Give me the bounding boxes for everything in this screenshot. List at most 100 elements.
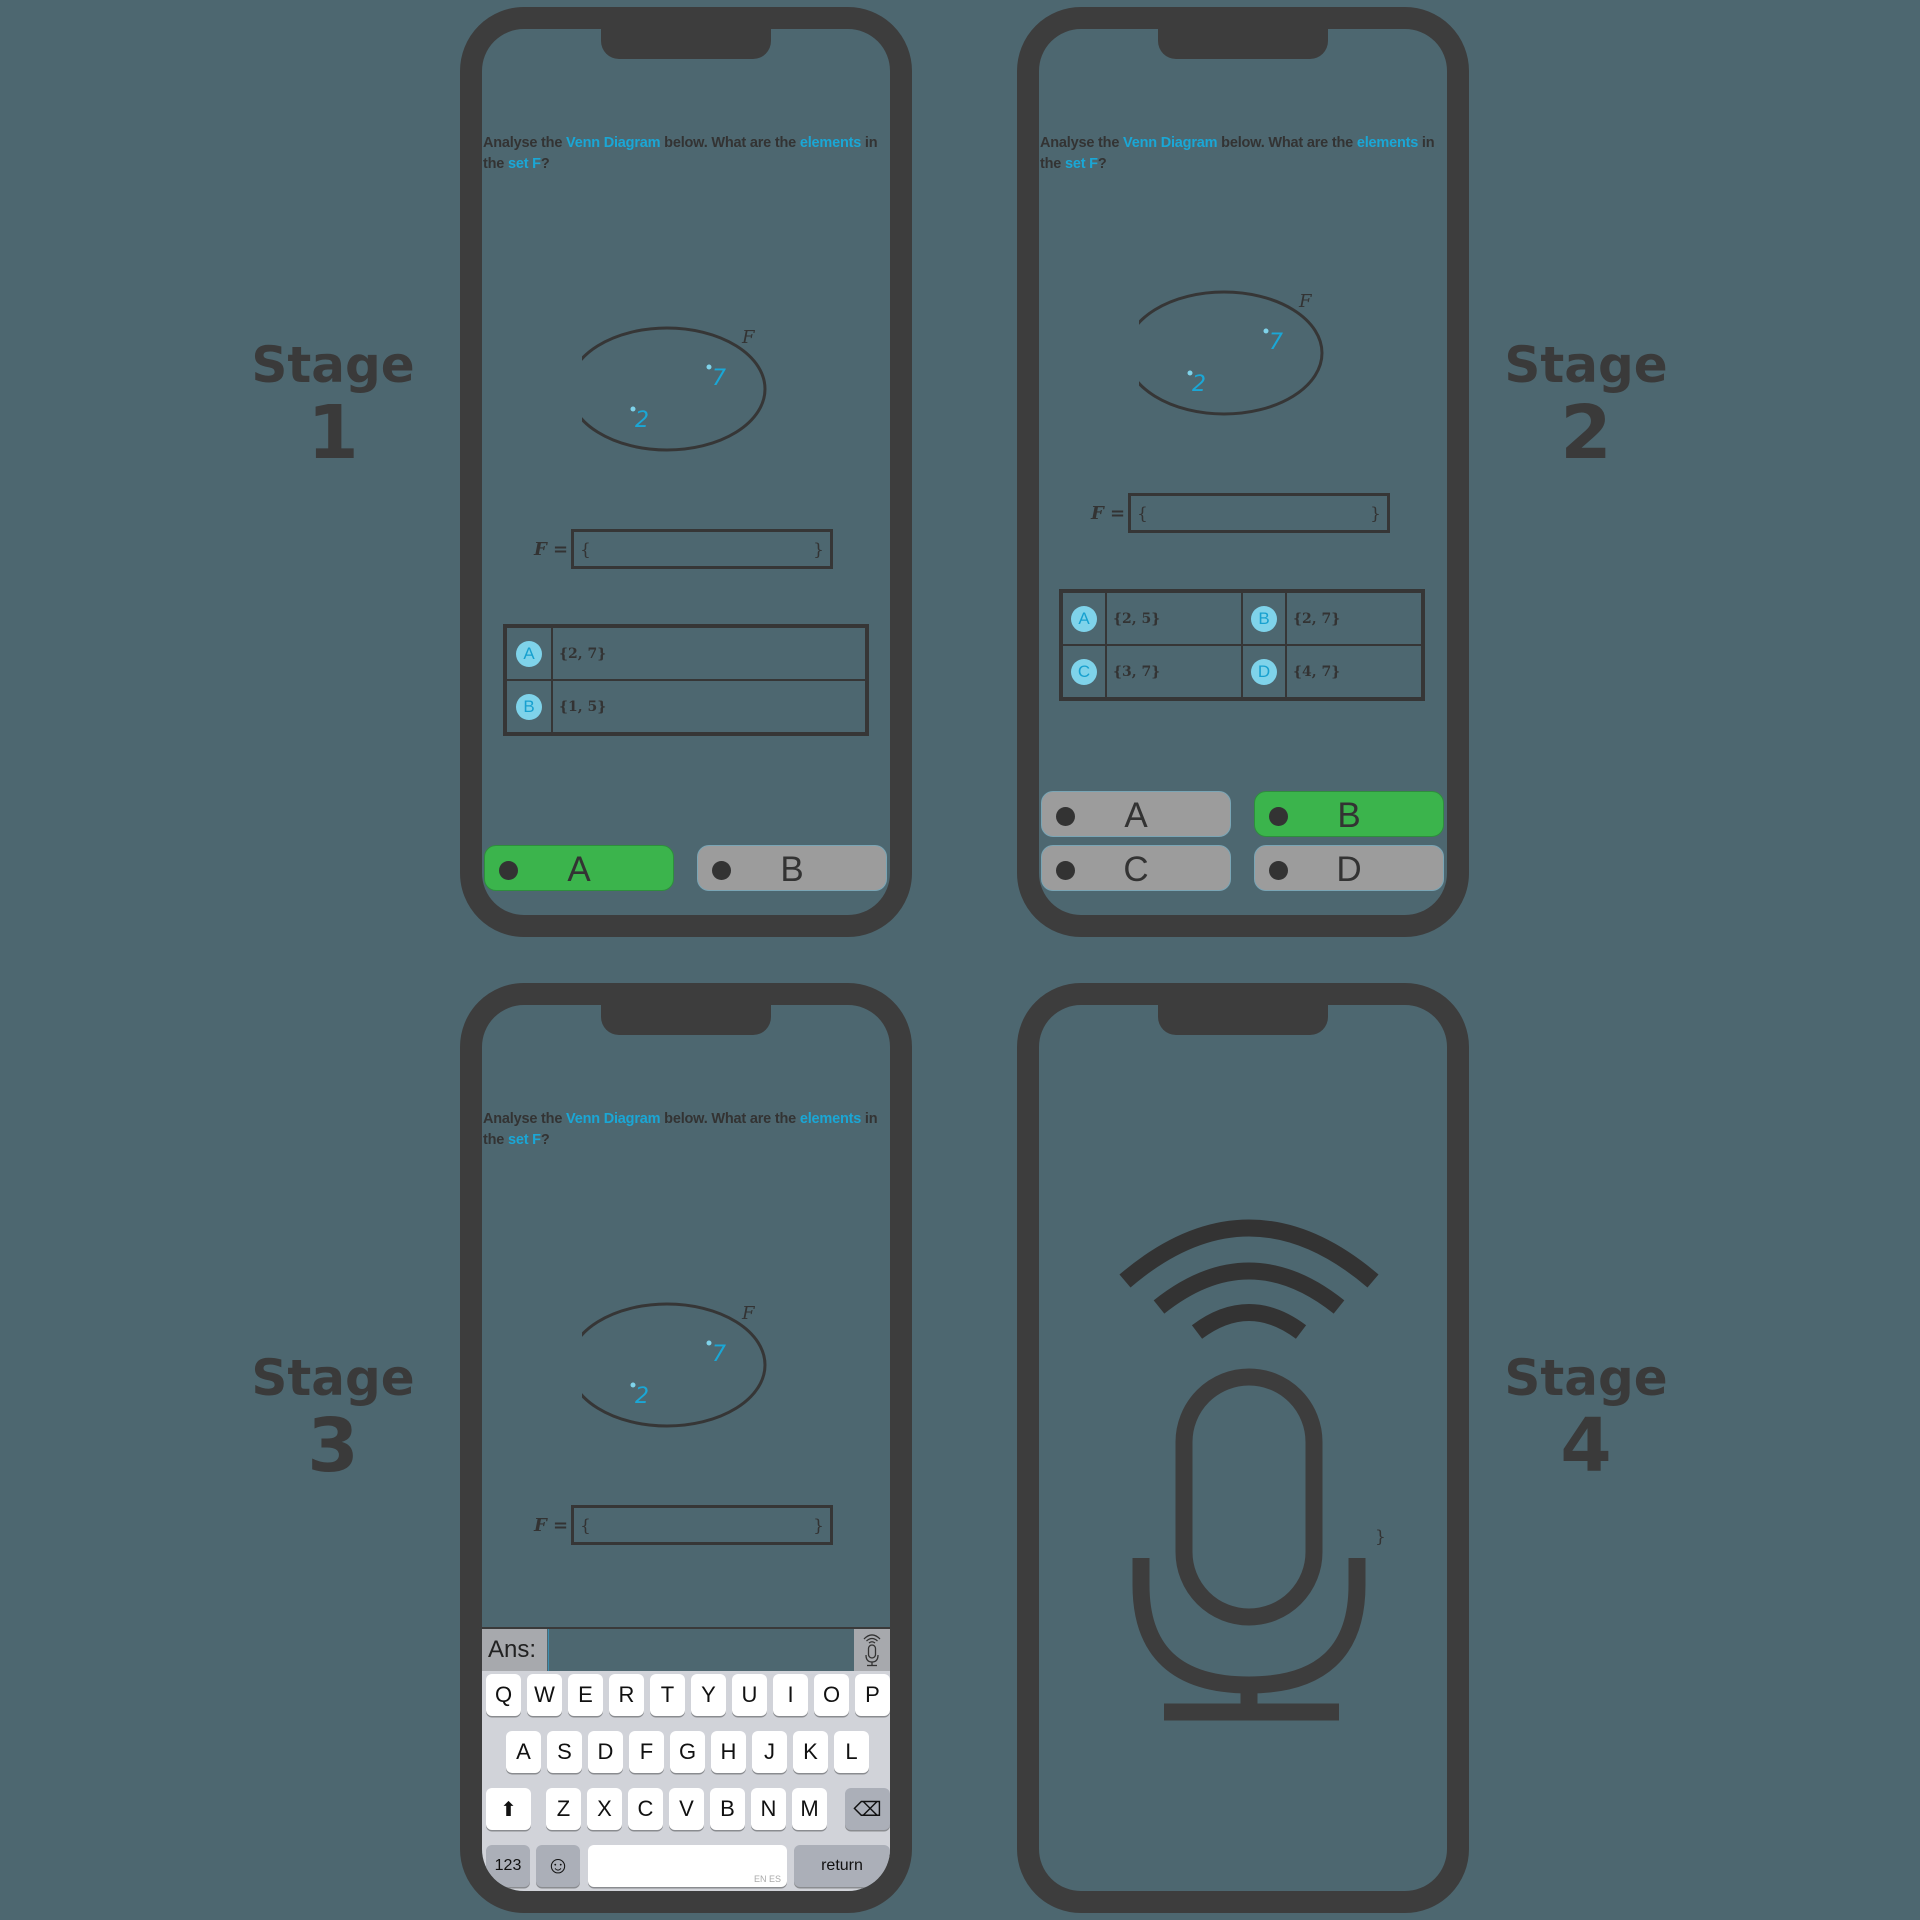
- set-f-input-box[interactable]: {}: [571, 1505, 833, 1545]
- answer-button-b[interactable]: B: [697, 845, 887, 891]
- radio-dot-icon: [1269, 861, 1288, 880]
- key-f[interactable]: F: [629, 1731, 664, 1773]
- option-d-value: {4, 7}: [1286, 645, 1422, 698]
- link-set-f: set F: [507, 1132, 541, 1148]
- link-venn-diagram: Venn Diagram: [1123, 135, 1218, 151]
- answer-button-b[interactable]: B: [1254, 791, 1444, 837]
- svg-text:F: F: [1298, 291, 1313, 312]
- shift-key[interactable]: ⬆: [486, 1788, 531, 1830]
- svg-text:7: 7: [1269, 330, 1283, 355]
- phone-notch: [601, 1005, 771, 1035]
- set-f-input-box[interactable]: {}: [1128, 493, 1390, 533]
- option-c-badge: C: [1071, 658, 1097, 685]
- radio-dot-icon: [1056, 861, 1075, 880]
- options-table: A {2, 7} B {1, 5}: [503, 624, 869, 736]
- microphone-icon: [863, 1634, 881, 1667]
- key-q[interactable]: Q: [486, 1674, 521, 1716]
- link-set-f: set F: [1064, 156, 1098, 172]
- phone-notch: [1158, 1005, 1328, 1035]
- option-a-value: {2, 7}: [552, 627, 866, 680]
- question-text: Analyse the Venn Diagram below. What are…: [483, 1111, 878, 1148]
- venn-diagram: F 7 2: [1139, 283, 1339, 423]
- phone-stage-2: Analyse the Venn Diagram below. What are…: [1017, 7, 1469, 937]
- stage-4-label: Stage 4: [1486, 1353, 1686, 1483]
- link-elements: elements: [799, 135, 862, 151]
- key-r[interactable]: R: [609, 1674, 644, 1716]
- key-w[interactable]: W: [527, 1674, 562, 1716]
- key-u[interactable]: U: [732, 1674, 767, 1716]
- stage-word: Stage: [1504, 1349, 1668, 1407]
- key-o[interactable]: O: [814, 1674, 849, 1716]
- key-z[interactable]: Z: [546, 1788, 581, 1830]
- answer-button-c[interactable]: C: [1041, 845, 1231, 891]
- link-venn-diagram: Venn Diagram: [566, 1111, 661, 1127]
- set-f-input-box[interactable]: {}: [571, 529, 833, 569]
- key-h[interactable]: H: [711, 1731, 746, 1773]
- stage-3-label: Stage 3: [233, 1353, 433, 1483]
- stage-number: 1: [307, 390, 359, 476]
- svg-text:7: 7: [712, 1342, 726, 1367]
- space-key[interactable]: EN ES: [588, 1845, 787, 1887]
- key-x[interactable]: X: [587, 1788, 622, 1830]
- radio-dot-icon: [712, 861, 731, 880]
- answer-input[interactable]: [548, 1629, 852, 1673]
- option-b-value: {2, 7}: [1286, 592, 1422, 645]
- key-i[interactable]: I: [773, 1674, 808, 1716]
- answer-label: Ans:: [482, 1629, 547, 1671]
- key-e[interactable]: E: [568, 1674, 603, 1716]
- option-a-badge: A: [516, 640, 542, 667]
- key-d[interactable]: D: [588, 1731, 623, 1773]
- key-k[interactable]: K: [793, 1731, 828, 1773]
- set-f-answer-field: F = {}: [1091, 493, 1391, 537]
- key-t[interactable]: T: [650, 1674, 685, 1716]
- phone-stage-3: Analyse the Venn Diagram below. What are…: [460, 983, 912, 1913]
- key-v[interactable]: V: [669, 1788, 704, 1830]
- stage-2-label: Stage 2: [1486, 340, 1686, 470]
- return-key[interactable]: return: [794, 1845, 890, 1887]
- numbers-key[interactable]: 123: [486, 1845, 530, 1887]
- link-elements: elements: [799, 1111, 862, 1127]
- on-screen-keyboard: Q W E R T Y U I O P A S D F G H J K L ⬆ …: [482, 1671, 890, 1891]
- phone-notch: [601, 29, 771, 59]
- option-a-badge: A: [1071, 605, 1097, 632]
- key-l[interactable]: L: [834, 1731, 869, 1773]
- key-y[interactable]: Y: [691, 1674, 726, 1716]
- stage-number: 2: [1560, 390, 1612, 476]
- svg-text:F: F: [741, 1303, 756, 1324]
- phone-stage-1: Analyse the Venn Diagram below. What are…: [460, 7, 912, 937]
- option-a-value: {2, 5}: [1106, 592, 1242, 645]
- option-d-badge: D: [1251, 658, 1277, 685]
- link-elements: elements: [1356, 135, 1419, 151]
- key-j[interactable]: J: [752, 1731, 787, 1773]
- answer-bar: Ans:: [482, 1627, 890, 1673]
- svg-text:2: 2: [1192, 372, 1206, 397]
- answer-button-d[interactable]: D: [1254, 845, 1444, 891]
- stage-1-label: Stage 1: [233, 340, 433, 470]
- key-p[interactable]: P: [855, 1674, 890, 1716]
- backspace-key[interactable]: ⌫: [845, 1788, 890, 1830]
- key-n[interactable]: N: [751, 1788, 786, 1830]
- key-a[interactable]: A: [506, 1731, 541, 1773]
- radio-dot-icon: [499, 861, 518, 880]
- phone-notch: [1158, 29, 1328, 59]
- key-g[interactable]: G: [670, 1731, 705, 1773]
- set-f-answer-field: F = {}: [534, 529, 834, 573]
- link-venn-diagram: Venn Diagram: [566, 135, 661, 151]
- stray-bracket: }: [1375, 1527, 1386, 1547]
- key-m[interactable]: M: [792, 1788, 827, 1830]
- venn-diagram: F 7 2: [582, 1295, 782, 1435]
- radio-dot-icon: [1269, 807, 1288, 826]
- answer-button-a[interactable]: A: [1041, 791, 1231, 837]
- key-s[interactable]: S: [547, 1731, 582, 1773]
- voice-input-button[interactable]: [854, 1629, 890, 1671]
- svg-text:2: 2: [635, 1384, 649, 1409]
- answer-button-a[interactable]: A: [484, 845, 674, 891]
- set-f-answer-field: F = {}: [534, 1505, 834, 1549]
- svg-text:F: F: [741, 327, 756, 348]
- key-b[interactable]: B: [710, 1788, 745, 1830]
- emoji-key[interactable]: ☺: [536, 1845, 580, 1887]
- key-c[interactable]: C: [628, 1788, 663, 1830]
- stage-word: Stage: [251, 1349, 415, 1407]
- option-b-badge: B: [516, 693, 542, 720]
- question-text: Analyse the Venn Diagram below. What are…: [1040, 135, 1435, 172]
